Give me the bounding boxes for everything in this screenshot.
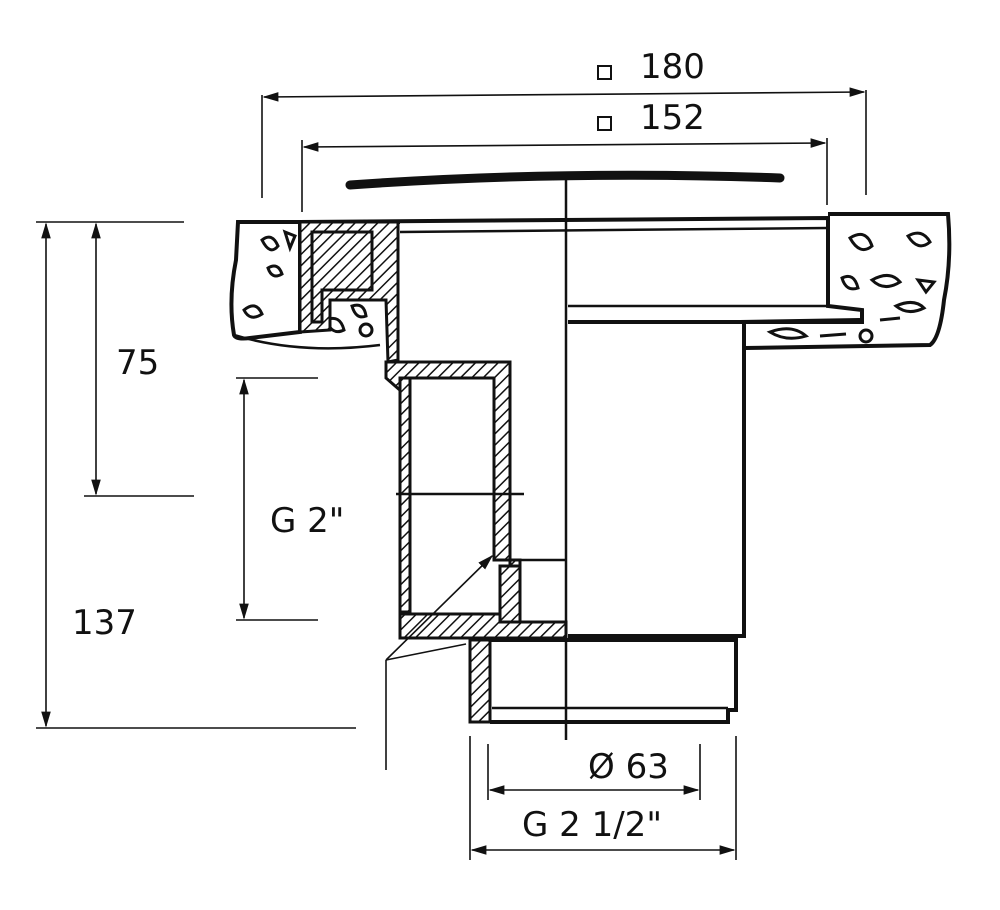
dimension-180: 180 [261,47,867,198]
square-symbol-icon [597,116,612,131]
dimension-g2-1-2: G 2 1/2" [469,736,737,860]
dimension-75: 75 [84,222,194,497]
cover-grate [345,170,785,740]
dimension-152: 152 [301,98,828,212]
label-180: 180 [640,47,705,87]
label-75: 75 [116,343,159,383]
concrete-slab-right [739,212,952,350]
label-g2: G 2" [270,501,344,541]
label-g2-1-2: G 2 1/2" [522,805,662,845]
label-63: Ø 63 [588,747,669,787]
square-symbol-icon [597,65,612,80]
label-137: 137 [72,603,137,643]
dimension-63: Ø 63 [487,744,701,800]
drain-body [298,215,864,770]
dimension-g2: G 2" [236,377,344,621]
dimension-137: 137 [36,221,356,729]
label-152: 152 [640,98,705,138]
